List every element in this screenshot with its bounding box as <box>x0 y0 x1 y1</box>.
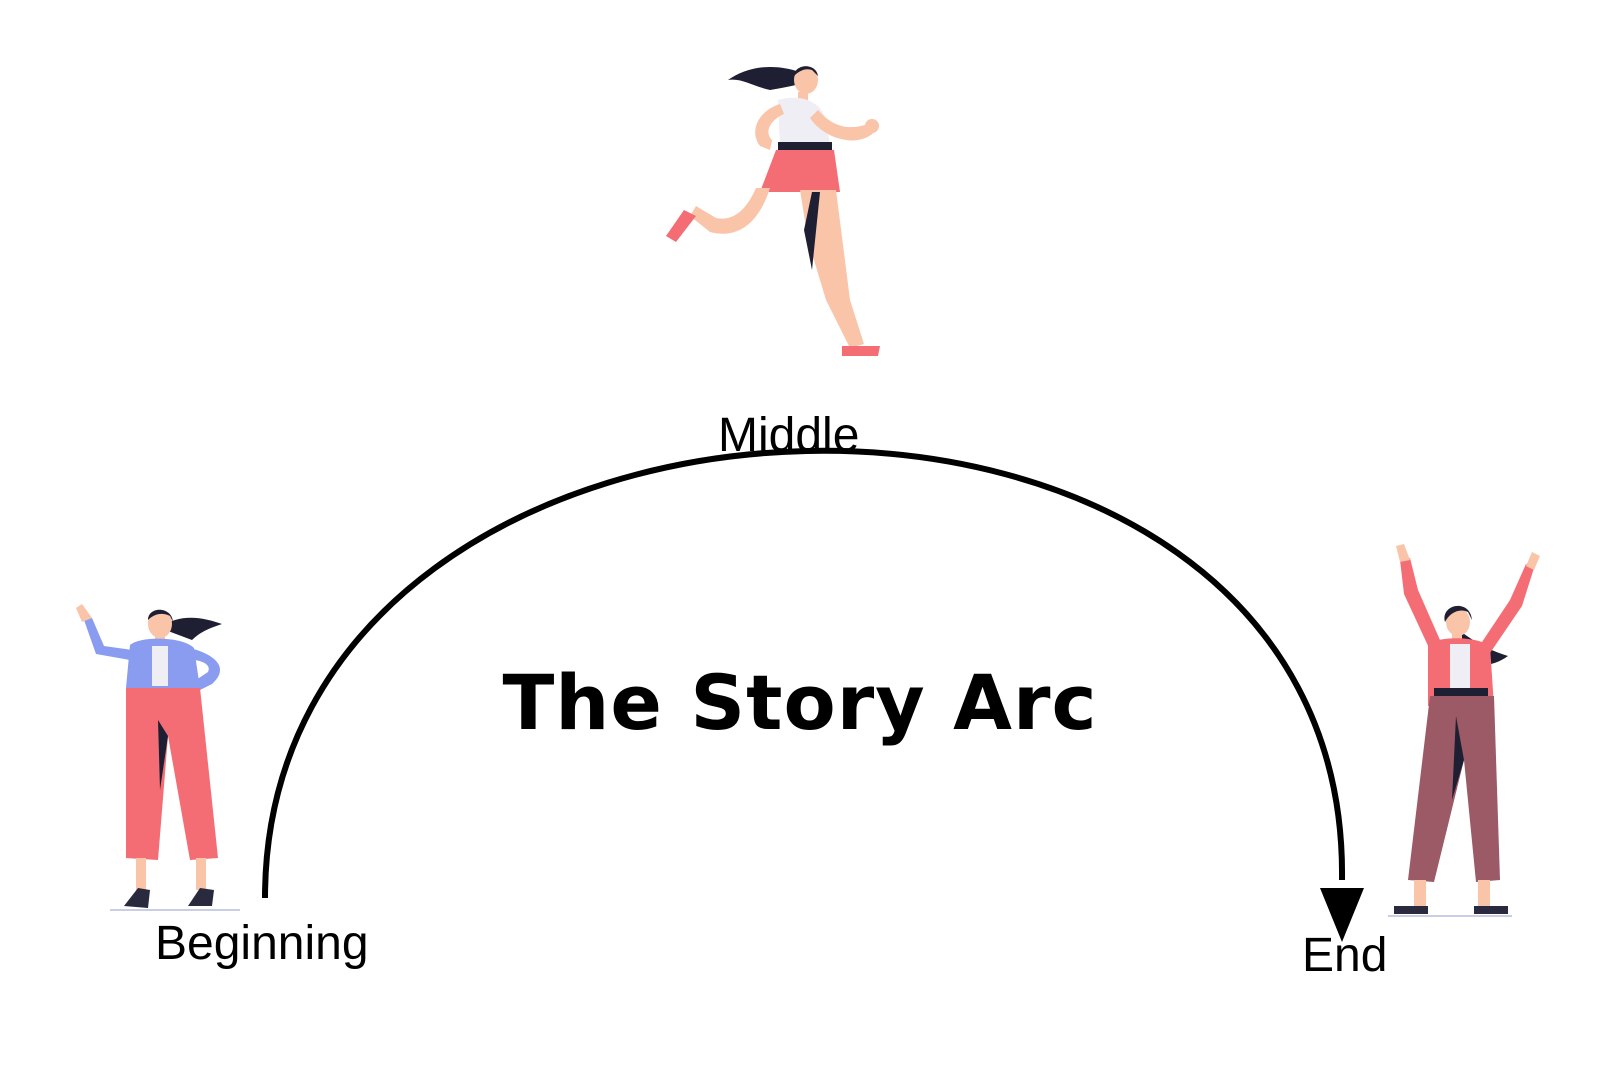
stage-label-middle: Middle <box>718 409 860 462</box>
stage-label-end: End <box>1302 929 1388 982</box>
stage-label-beginning: Beginning <box>155 917 369 970</box>
woman-running-icon <box>666 66 880 356</box>
woman-celebrating-icon <box>1388 544 1540 917</box>
story-arc-curve <box>262 448 1346 899</box>
arc-arrowhead <box>1320 888 1364 942</box>
woman-waving-icon <box>76 604 240 911</box>
diagram-title: The Story Arc <box>502 658 1098 747</box>
